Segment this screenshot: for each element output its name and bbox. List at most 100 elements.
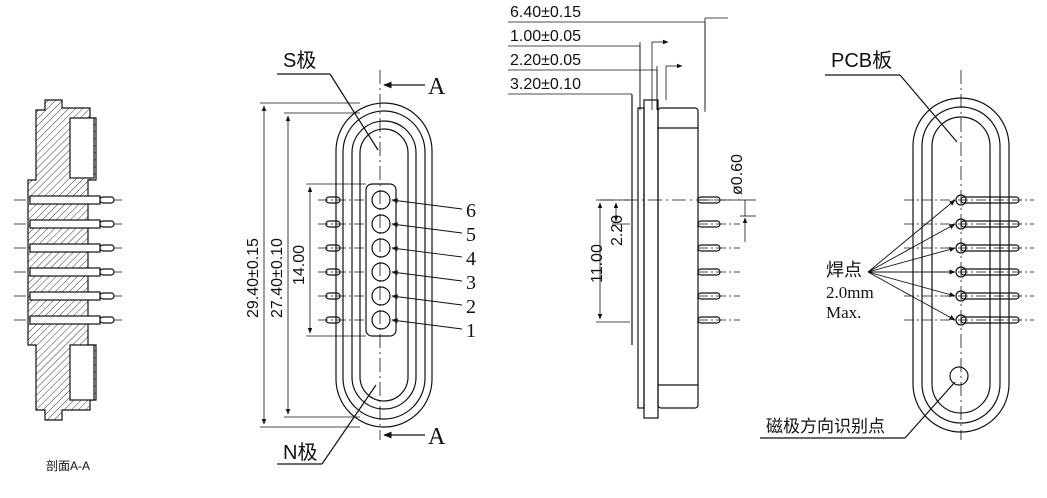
s-pole-leader: [329, 73, 379, 151]
section-view: 剖面A-A: [14, 99, 122, 473]
pin-callout-leader: [391, 270, 463, 282]
rear-view: PCB板 焊点 2.0mm Max. 磁极方向识别点: [760, 49, 1034, 440]
pin-tail: [325, 316, 341, 324]
solder-point: [955, 290, 967, 302]
section-pin: [29, 195, 101, 205]
pin-contact: [371, 286, 391, 306]
dim-pin-diameter: ø0.60: [729, 154, 746, 195]
side-pin: [697, 220, 721, 228]
pin-contact: [371, 190, 391, 210]
pin-callout-leader: [391, 318, 463, 330]
solder-leader: [867, 271, 956, 321]
polarity-marker-dot: [949, 366, 969, 386]
pin-tail: [325, 292, 341, 300]
housing-outline-inner: [359, 128, 409, 402]
side-dim-labels: 6.40±0.15 1.00±0.05 2.20±0.05 3.20±0.10: [510, 4, 581, 93]
section-pin-tip: [99, 244, 115, 252]
section-void-bottom: [69, 344, 95, 401]
pin-tail: [325, 196, 341, 204]
pin-number-2: 2: [466, 296, 476, 318]
solder-point: [955, 194, 967, 206]
pin-number-1: 1: [466, 320, 476, 342]
side-pins: [697, 196, 740, 324]
side-pin: [697, 196, 721, 204]
pin-callout-leader: [391, 294, 463, 306]
section-pin-tip: [99, 220, 115, 228]
solder-point: [955, 314, 967, 326]
dim-pitch-text: 2.20: [609, 215, 626, 246]
dim-top-2: 2.20±0.05: [510, 52, 581, 69]
pin-callout-leader: [391, 246, 463, 258]
front-view: S极 N极 A A 29.40±0.15 27.40±0.10 14.00 65…: [245, 49, 476, 465]
pin-tail: [325, 244, 341, 252]
dim-span-text: 11.00: [589, 244, 606, 283]
dim-pins-text: 14.00: [291, 245, 308, 285]
side-pin: [697, 316, 721, 324]
side-pin: [697, 292, 721, 300]
pin-tail: [325, 268, 341, 276]
n-pole-leader: [321, 384, 377, 465]
section-mark-bottom: A: [428, 424, 446, 450]
rear-pins: [904, 194, 1034, 326]
housing-outline-2: [342, 110, 426, 420]
front-pins: [318, 190, 391, 330]
solder-leader: [867, 271, 956, 297]
section-pin-tip: [99, 292, 115, 300]
marker-label: 磁极方向识别点: [766, 417, 885, 436]
solder-leaders: [867, 199, 956, 321]
s-pole-label: S极: [283, 49, 316, 72]
side-housing: [657, 107, 699, 409]
dim-top-3: 3.20±0.10: [510, 76, 581, 93]
section-pin-tip: [99, 268, 115, 276]
pin-tail: [325, 220, 341, 228]
rear-pin: [960, 220, 1020, 228]
rear-pin: [960, 268, 1020, 276]
section-pin: [29, 219, 101, 229]
rear-pin: [960, 316, 1020, 324]
pin-number-5: 5: [466, 224, 476, 246]
rear-pin: [960, 244, 1020, 252]
section-mark-top: A: [428, 74, 446, 100]
section-pin: [29, 243, 101, 253]
side-pin: [697, 268, 721, 276]
pin-contact: [371, 262, 391, 282]
dim-top-0: 6.40±0.15: [510, 4, 581, 21]
side-view: ø0.60 2.20 11.00: [508, 17, 756, 419]
side-plate-body: [643, 99, 659, 419]
section-pin: [29, 291, 101, 301]
solder-size: 2.0mm: [826, 283, 874, 302]
n-pole-label: N极: [283, 441, 317, 464]
rear-pin: [960, 292, 1020, 300]
section-caption: 剖面A-A: [46, 459, 90, 473]
pin-number-3: 3: [466, 272, 476, 294]
section-pins: [14, 195, 122, 325]
pin-number-6: 6: [466, 200, 476, 222]
solder-point: [955, 242, 967, 254]
solder-max: Max.: [826, 303, 861, 322]
side-plate-flange: [637, 107, 645, 409]
pin-callout-leader: [391, 222, 463, 234]
solder-leader: [867, 199, 956, 273]
section-void-top: [69, 117, 95, 179]
dim-inner-text: 27.40±0.10: [269, 238, 286, 318]
section-pin: [29, 267, 101, 277]
housing-outline-outer: [335, 102, 433, 428]
rear-pin: [960, 196, 1020, 204]
pin-callout-leader: [391, 198, 463, 210]
solder-leader: [867, 247, 956, 273]
solder-label: 焊点: [826, 260, 862, 280]
dim-top-1: 1.00±0.05: [510, 28, 581, 45]
dim-outer-text: 29.40±0.15: [245, 238, 262, 318]
pin-contact: [371, 214, 391, 234]
side-pin: [697, 244, 721, 252]
section-pin: [29, 315, 101, 325]
pcb-label: PCB板: [831, 49, 892, 72]
pin-contact: [371, 238, 391, 258]
pin-contact: [371, 310, 391, 330]
solder-leader: [867, 223, 956, 273]
pin-number-4: 4: [466, 248, 476, 270]
pin-block: [365, 183, 397, 337]
